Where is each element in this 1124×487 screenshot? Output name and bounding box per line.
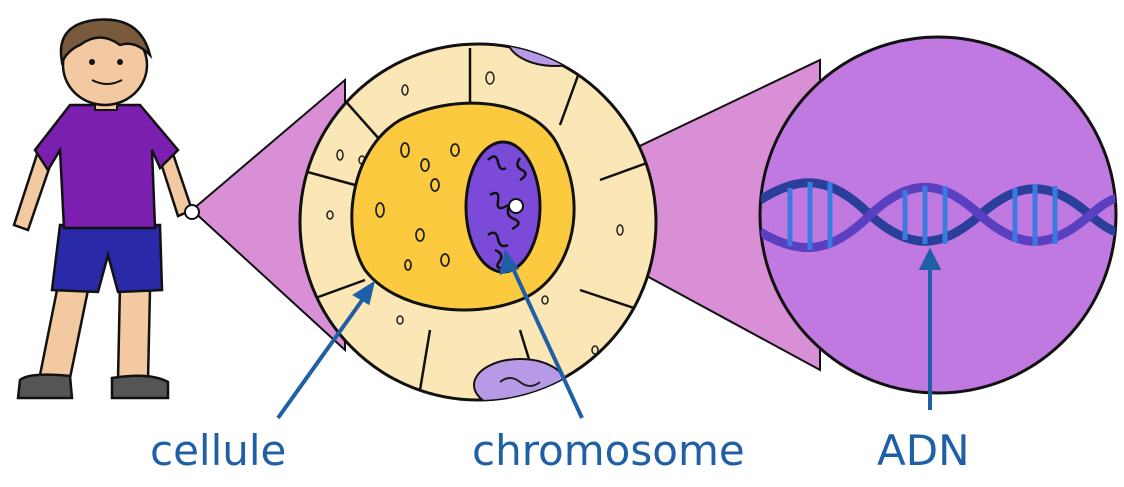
zoom-marker-cell xyxy=(185,205,199,219)
label-cell: cellule xyxy=(150,430,286,472)
person-figure xyxy=(14,19,199,398)
neighbor-nucleus xyxy=(507,10,603,66)
label-chromosome: chromosome xyxy=(472,430,745,472)
cell-circle xyxy=(300,10,656,411)
dna-circle xyxy=(760,37,1124,393)
label-dna: ADN xyxy=(877,430,970,472)
zoom-marker-dna xyxy=(509,199,523,213)
